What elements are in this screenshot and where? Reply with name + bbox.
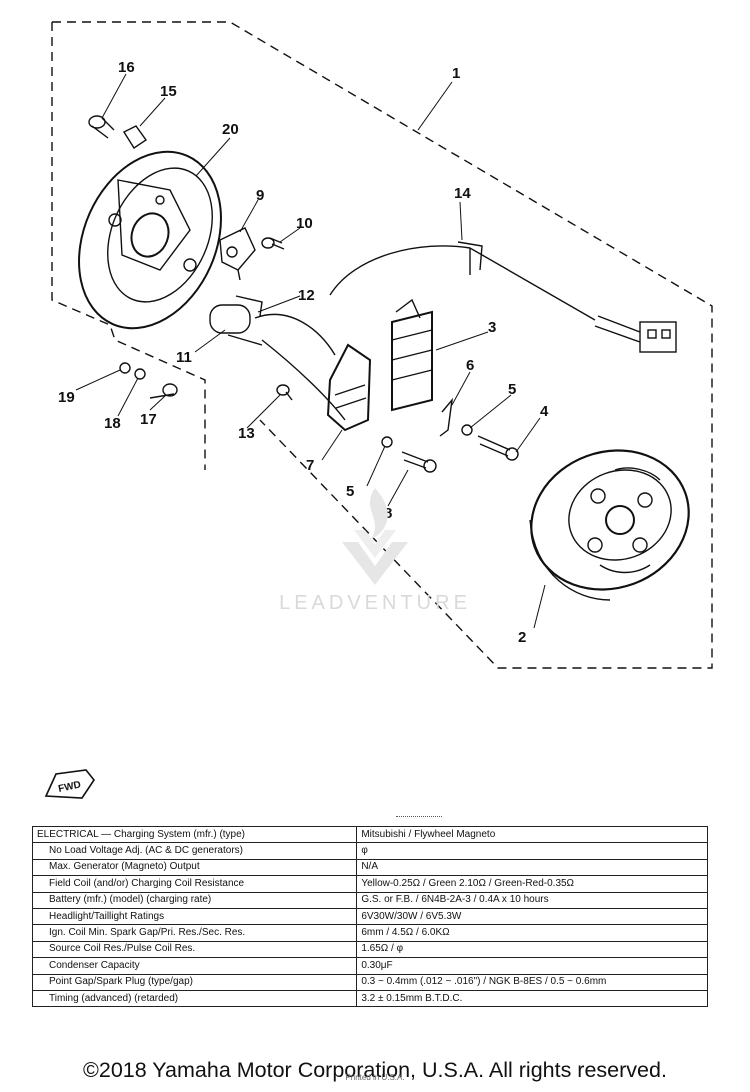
condenser xyxy=(209,295,263,346)
exploded-parts-diagram: 1 2 3 4 5 5 6 7 8 9 10 11 12 13 14 15 16… xyxy=(51,21,713,669)
table-row: ELECTRICAL — Charging System (mfr.) (typ… xyxy=(31,825,708,844)
spec-label: Headlight/Taillight Ratings xyxy=(31,907,358,926)
spec-value: 6V30W/30W / 6V5.3W xyxy=(356,907,708,926)
spec-label: Ign. Coil Min. Spark Gap/Pri. Res./Sec. … xyxy=(31,924,358,942)
callout-2: 2 xyxy=(518,629,526,646)
watermark: LEADVENTURE xyxy=(230,480,520,620)
spec-label: Max. Generator (Magneto) Output xyxy=(31,858,358,877)
table-top-mark xyxy=(396,816,442,817)
callout-16: 16 xyxy=(118,59,135,76)
callout-19: 19 xyxy=(58,389,75,406)
table-row: Source Coil Res./Pulse Coil Res.1.65Ω / … xyxy=(31,940,708,959)
spec-label: ELECTRICAL — Charging System (mfr.) (typ… xyxy=(31,825,358,844)
callout-14: 14 xyxy=(454,185,471,202)
callout-11: 11 xyxy=(176,349,192,366)
callout-9: 9 xyxy=(256,187,264,204)
spec-value: 0.30μF xyxy=(356,957,708,975)
contact-breaker xyxy=(219,227,256,281)
spec-label: No Load Voltage Adj. (AC & DC generators… xyxy=(31,842,358,860)
screw-16 xyxy=(88,115,115,139)
callout-12: 12 xyxy=(298,287,315,304)
assembly-outline xyxy=(51,21,713,669)
bolt-4 xyxy=(477,435,519,461)
spec-value: Mitsubishi / Flywheel Magneto xyxy=(356,825,708,844)
spec-value: 0.3 ~ 0.4mm (.012 ~ .016") / NGK B-8ES /… xyxy=(356,973,708,991)
spacer-15 xyxy=(122,125,147,149)
wire-harness xyxy=(329,241,677,353)
fwd-badge-label: FWD xyxy=(57,779,82,794)
leadventure-flame-logo-icon xyxy=(342,488,408,585)
spec-label: Source Coil Res./Pulse Coil Res. xyxy=(31,940,358,959)
spec-value: N/A xyxy=(356,858,708,877)
spec-value: 6mm / 4.5Ω / 6.0KΩ xyxy=(356,924,708,942)
spec-label: Field Coil (and/or) Charging Coil Resist… xyxy=(31,875,358,893)
table-row: Battery (mfr.) (model) (charging rate)G.… xyxy=(31,891,708,909)
table-row: Ign. Coil Min. Spark Gap/Pri. Res./Sec. … xyxy=(31,924,708,942)
callout-3: 3 xyxy=(488,319,496,336)
callout-13: 13 xyxy=(238,425,255,442)
callout-5b: 5 xyxy=(346,483,354,500)
spec-value: Yellow-0.25Ω / Green 2.10Ω / Green-Red-0… xyxy=(356,875,708,893)
callout-15: 15 xyxy=(160,83,177,100)
table-row: Timing (advanced) (retarded)3.2 ± 0.15mm… xyxy=(31,989,708,1008)
screw-13 xyxy=(276,384,293,401)
table-row: Field Coil (and/or) Charging Coil Resist… xyxy=(31,875,708,893)
spec-label: Timing (advanced) (retarded) xyxy=(31,989,358,1008)
washer-5-upper xyxy=(461,424,473,436)
print-stamp: Printed in U.S.A. xyxy=(345,1073,405,1082)
screw-8 xyxy=(401,451,437,473)
copyright-notice: ©2018 Yamaha Motor Corporation, U.S.A. A… xyxy=(83,1058,667,1082)
callout-18: 18 xyxy=(104,415,121,432)
callout-7: 7 xyxy=(306,457,314,474)
spec-value: 1.65Ω / φ xyxy=(356,940,708,959)
bracket-6 xyxy=(439,397,454,437)
callout-5a: 5 xyxy=(508,381,516,398)
callout-10: 10 xyxy=(296,215,313,232)
callout-8: 8 xyxy=(384,505,392,522)
forward-arrow-icon: FWD xyxy=(42,768,98,802)
callout-4: 4 xyxy=(540,403,549,420)
callout-6: 6 xyxy=(466,357,474,374)
washer-19 xyxy=(119,362,131,374)
callout-1: 1 xyxy=(452,65,460,82)
spec-label: Point Gap/Spark Plug (type/gap) xyxy=(31,973,358,991)
spec-label: Battery (mfr.) (model) (charging rate) xyxy=(31,891,358,909)
source-coil xyxy=(326,343,372,432)
table-row: No Load Voltage Adj. (AC & DC generators… xyxy=(31,842,708,860)
spec-value: G.S. or F.B. / 6N4B-2A-3 / 0.4A x 10 hou… xyxy=(356,891,708,909)
stator-base-plate xyxy=(78,150,222,330)
watermark-text: LEADVENTURE xyxy=(279,592,471,614)
washer-18 xyxy=(134,368,146,380)
washer-5-lower xyxy=(381,436,393,448)
ignition-coil xyxy=(391,298,433,412)
electrical-spec-table: ELECTRICAL — Charging System (mfr.) (typ… xyxy=(31,825,708,1008)
screw-10 xyxy=(261,237,285,250)
callout-20: 20 xyxy=(222,121,239,138)
leader-lines xyxy=(75,73,546,629)
callout-17: 17 xyxy=(140,411,157,428)
spec-value: φ xyxy=(356,842,708,860)
screw-17 xyxy=(149,383,178,399)
flywheel-rotor xyxy=(529,449,690,601)
lead-wire xyxy=(254,313,346,421)
table-row: Point Gap/Spark Plug (type/gap)0.3 ~ 0.4… xyxy=(31,973,708,991)
spec-value: 3.2 ± 0.15mm B.T.D.C. xyxy=(356,989,708,1008)
spec-label: Condenser Capacity xyxy=(31,957,358,975)
